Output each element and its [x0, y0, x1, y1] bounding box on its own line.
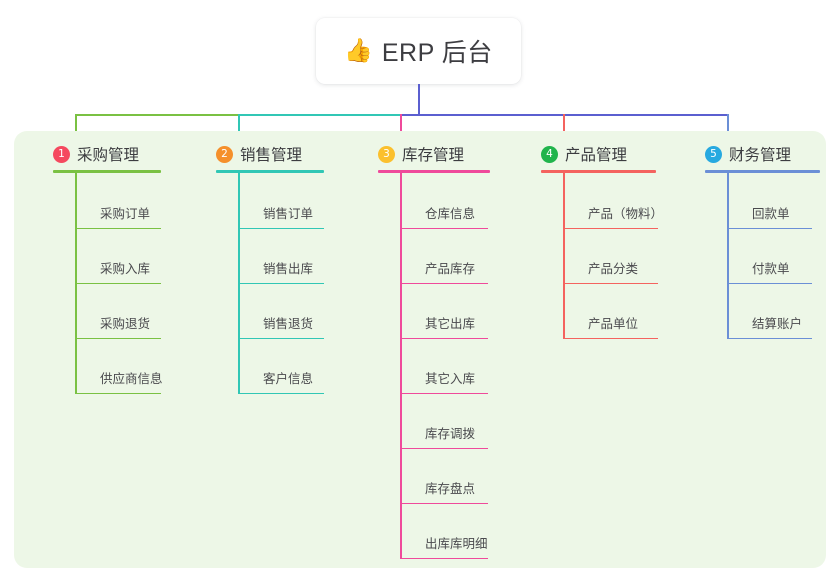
leaf-node[interactable]: 付款单 [727, 258, 812, 284]
leaf-rule [75, 227, 161, 229]
leaf-label: 产品单位 [588, 317, 639, 331]
branch-badge-3: 3 [378, 145, 395, 163]
leaf-rule [238, 392, 324, 394]
leaf-rule [563, 337, 658, 339]
leaf-node[interactable]: 采购订单 [75, 203, 161, 229]
leaf-node[interactable]: 出库库明细 [400, 533, 488, 559]
leaf-label: 回款单 [752, 207, 790, 221]
branch-title-5: 财务管理 [729, 147, 792, 164]
leaf-label: 付款单 [752, 262, 790, 276]
leaf-label: 供应商信息 [100, 372, 163, 386]
leaf-rule [400, 502, 488, 504]
leaf-rule [238, 227, 324, 229]
leaf-label: 仓库信息 [425, 207, 476, 221]
branch-spine-3 [400, 172, 402, 559]
branch-header-rule-5 [705, 170, 820, 173]
leaf-node[interactable]: 结算账户 [727, 313, 812, 339]
leaf-node[interactable]: 产品单位 [563, 313, 658, 339]
leaf-rule [75, 337, 161, 339]
leaf-rule [75, 282, 161, 284]
leaf-label: 销售出库 [263, 262, 314, 276]
leaf-node[interactable]: 采购退货 [75, 313, 161, 339]
branch-badge-2: 2 [216, 145, 233, 163]
branch-drop-4 [563, 114, 566, 145]
leaf-rule [563, 227, 658, 229]
leaf-rule [400, 392, 488, 394]
branch-title-2: 销售管理 [240, 147, 303, 164]
leaf-node[interactable]: 客户信息 [238, 368, 324, 394]
branch-spine-4 [563, 172, 565, 339]
branch-header-rule-3 [378, 170, 490, 173]
leaf-label: 结算账户 [752, 317, 803, 331]
root-stem-line [418, 84, 421, 117]
root-node-title: ERP 后台 [381, 39, 493, 67]
leaf-node[interactable]: 产品分类 [563, 258, 658, 284]
branch-badge-4: 4 [541, 145, 558, 163]
leaf-label: 出库库明细 [425, 537, 488, 551]
bus-segment-2 [238, 114, 402, 117]
leaf-node[interactable]: 其它入库 [400, 368, 488, 394]
leaf-node[interactable]: 其它出库 [400, 313, 488, 339]
leaf-label: 库存盘点 [425, 482, 476, 496]
root-node-content: 👍 ERP 后台 [344, 33, 493, 69]
leaf-rule [400, 447, 488, 449]
leaf-rule [727, 337, 812, 339]
leaf-label: 产品（物料） [588, 207, 664, 221]
leaf-label: 采购退货 [100, 317, 151, 331]
leaf-node[interactable]: 仓库信息 [400, 203, 488, 229]
branch-header-1[interactable]: 1 采购管理 [53, 143, 139, 165]
leaf-rule [563, 282, 658, 284]
branch-header-4[interactable]: 4 产品管理 [541, 143, 627, 165]
branch-title-3: 库存管理 [402, 147, 465, 164]
branch-title-1: 采购管理 [77, 147, 140, 164]
leaf-rule [400, 282, 488, 284]
leaf-node[interactable]: 销售订单 [238, 203, 324, 229]
leaf-node[interactable]: 产品库存 [400, 258, 488, 284]
branch-drop-1 [75, 114, 78, 145]
branch-spine-5 [727, 172, 729, 339]
leaf-rule [400, 557, 488, 559]
leaf-label: 销售订单 [263, 207, 314, 221]
leaf-node[interactable]: 供应商信息 [75, 368, 163, 394]
branch-title-4: 产品管理 [565, 147, 628, 164]
leaf-rule [727, 227, 812, 229]
leaf-node[interactable]: 库存调拨 [400, 423, 488, 449]
leaf-label: 库存调拨 [425, 427, 476, 441]
branch-header-2[interactable]: 2 销售管理 [216, 143, 302, 165]
branch-header-rule-1 [53, 170, 161, 173]
leaf-label: 其它入库 [425, 372, 476, 386]
branch-badge-1: 1 [53, 145, 70, 163]
leaf-rule [727, 282, 812, 284]
leaf-node[interactable]: 产品（物料） [563, 203, 663, 229]
leaf-node[interactable]: 销售出库 [238, 258, 324, 284]
branch-drop-5 [727, 114, 730, 145]
branch-header-5[interactable]: 5 财务管理 [705, 143, 791, 165]
root-node[interactable]: 👍 ERP 后台 [316, 18, 521, 84]
leaf-label: 其它出库 [425, 317, 476, 331]
branches-panel: 1 采购管理采购订单采购入库采购退货供应商信息 2 销售管理销售订单销售出库销售退货客… [14, 131, 826, 568]
leaf-node[interactable]: 采购入库 [75, 258, 161, 284]
leaf-node[interactable]: 库存盘点 [400, 478, 488, 504]
leaf-rule [75, 392, 161, 394]
branch-header-rule-4 [541, 170, 656, 173]
leaf-rule [400, 227, 488, 229]
leaf-node[interactable]: 销售退货 [238, 313, 324, 339]
leaf-label: 采购订单 [100, 207, 151, 221]
bus-segment-1 [75, 114, 240, 117]
leaf-rule [238, 282, 324, 284]
branch-drop-3 [400, 114, 403, 145]
leaf-rule [400, 337, 488, 339]
leaf-label: 采购入库 [100, 262, 151, 276]
branch-header-rule-2 [216, 170, 324, 173]
branch-drop-2 [238, 114, 241, 145]
leaf-label: 销售退货 [263, 317, 314, 331]
leaf-label: 客户信息 [263, 372, 314, 386]
leaf-rule [238, 337, 324, 339]
leaf-label: 产品库存 [425, 262, 476, 276]
thumbs-up-icon: 👍 [344, 37, 373, 64]
leaf-node[interactable]: 回款单 [727, 203, 812, 229]
leaf-label: 产品分类 [588, 262, 639, 276]
branch-badge-5: 5 [705, 145, 722, 163]
branch-header-3[interactable]: 3 库存管理 [378, 143, 464, 165]
